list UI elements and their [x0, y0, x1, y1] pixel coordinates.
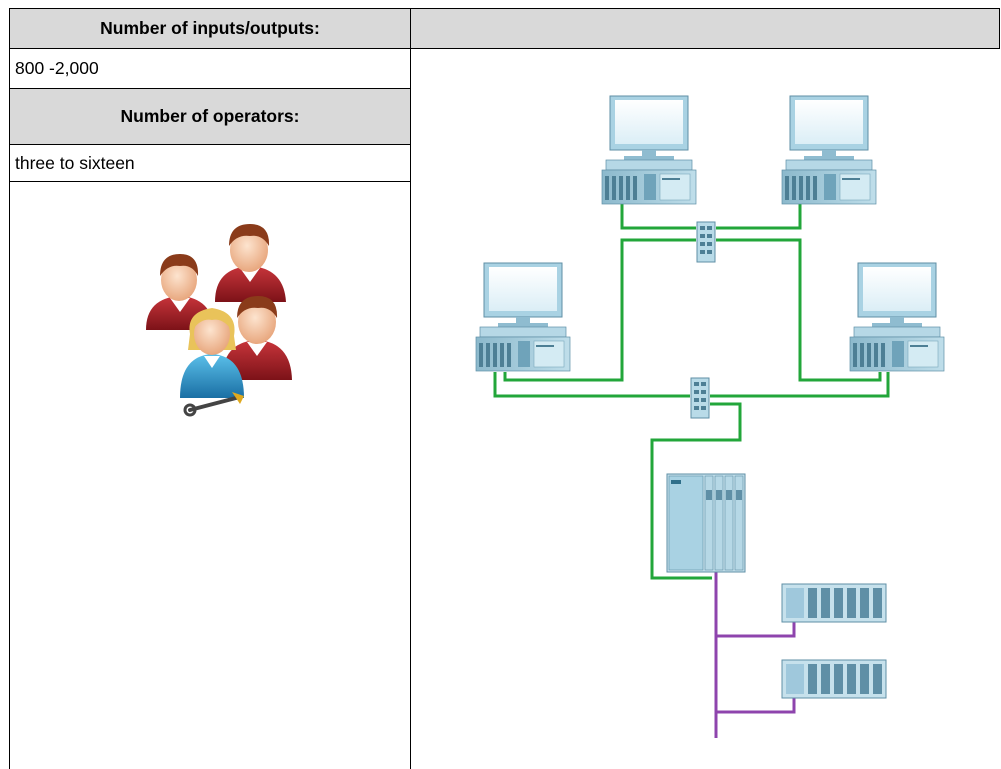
- fieldbus-cabling: [714, 572, 796, 738]
- operator-back-right: [215, 224, 286, 302]
- pc-workstation-top-left: [601, 95, 697, 205]
- operator-front-right: [222, 296, 292, 380]
- operator-front-center: [180, 308, 244, 398]
- io-value-text: 800 -2,000: [15, 58, 99, 78]
- wrench-icon: [183, 392, 244, 417]
- pc-workstation-middle-right: [849, 262, 945, 372]
- network-switch-middle: [690, 377, 710, 419]
- operators-header-cell: Number of operators:: [9, 89, 411, 144]
- right-header-cell: [411, 8, 1000, 48]
- plc-controller-icon: [666, 473, 746, 573]
- io-value-cell: 800 -2,000: [9, 49, 411, 88]
- operators-value-cell: three to sixteen: [9, 145, 411, 181]
- table-frame: Number of inputs/outputs: 800 -2,000 Num…: [9, 8, 1000, 769]
- distributed-io-station-2: [781, 659, 887, 699]
- pc-workstation-top-right: [781, 95, 877, 205]
- io-header-cell: Number of inputs/outputs:: [9, 8, 411, 48]
- distributed-io-station-1: [781, 583, 887, 623]
- operators-header-text: Number of operators:: [120, 106, 300, 126]
- network-switch-top: [696, 221, 716, 263]
- pc-workstation-middle-left: [475, 262, 571, 372]
- ethernet-cabling: [493, 202, 890, 580]
- io-header-text: Number of inputs/outputs:: [100, 17, 320, 38]
- operators-value-text: three to sixteen: [15, 152, 135, 173]
